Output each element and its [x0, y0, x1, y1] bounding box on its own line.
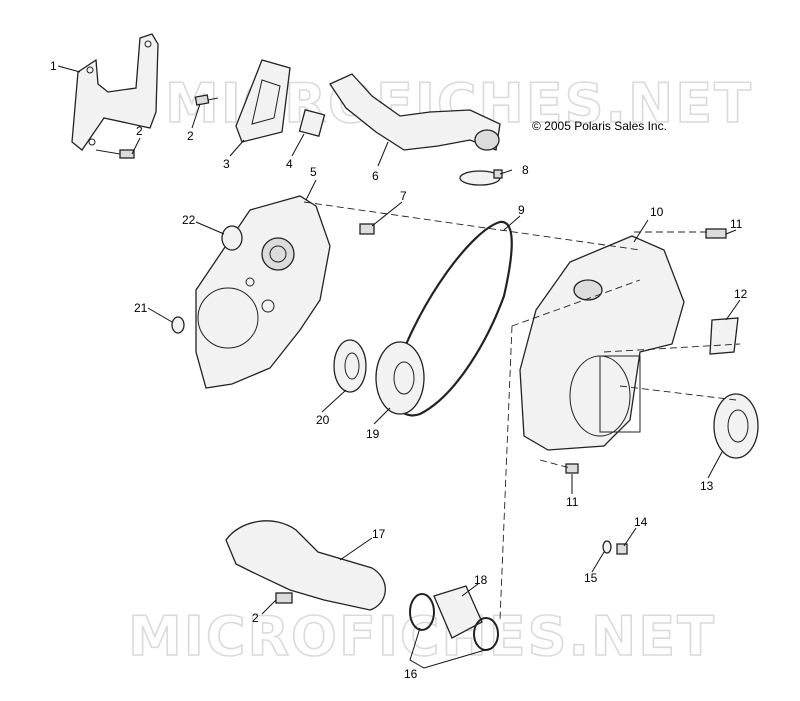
bolt-part-11-top: [705, 228, 727, 239]
clamp-part: [459, 169, 503, 186]
plate-part: [375, 341, 425, 415]
seal-part: [333, 339, 367, 393]
bolt-part-top: [194, 94, 219, 106]
callout-6: 6: [372, 169, 379, 183]
plug-part: [171, 316, 185, 334]
air-duct-part: [225, 520, 386, 611]
washer-part: [602, 540, 612, 554]
outer-cover-part: [519, 235, 685, 451]
assembly-lines: [303, 201, 741, 621]
callout-13: 13: [700, 479, 714, 493]
callout-11-top: 11: [730, 217, 743, 231]
drive-belt-part: [392, 220, 513, 417]
callout-1: 1: [50, 59, 57, 73]
callout-2-bracket: 2: [136, 124, 143, 138]
callout-21: 21: [134, 301, 148, 315]
callout-8: 8: [522, 163, 529, 177]
callout-22: 22: [182, 213, 196, 227]
decal-part: [709, 317, 739, 355]
callout-11-bottom: 11: [566, 495, 579, 509]
tube-part: [221, 225, 243, 251]
callout-20: 20: [316, 413, 330, 427]
watermark-bottom: MICROFICHES.NET: [128, 605, 716, 668]
callout-12: 12: [734, 287, 748, 301]
duct-part: [329, 73, 501, 151]
callout-14: 14: [634, 515, 648, 529]
coupler-part: [433, 585, 483, 639]
bolt-part-7: [359, 223, 375, 235]
callout-9: 9: [518, 203, 525, 217]
bolt-part-bracket: [95, 149, 135, 159]
clamp-part-16-left: [409, 593, 435, 631]
callout-3: 3: [223, 157, 230, 171]
label-part: [298, 108, 326, 138]
callout-10: 10: [650, 205, 664, 219]
callout-4: 4: [286, 157, 293, 171]
boot-part: [235, 59, 291, 143]
inner-cover-part: [195, 195, 331, 389]
bolt-part-11-bottom: [565, 463, 579, 474]
copyright-text: © 2005 Polaris Sales Inc.: [532, 119, 667, 133]
seal-ring-part: [713, 393, 759, 459]
callout-2-top: 2: [187, 129, 194, 143]
callout-7: 7: [400, 189, 407, 203]
callout-2-bottom: 2: [252, 611, 259, 625]
callout-16: 16: [404, 667, 418, 681]
leader-lines: [57, 65, 741, 669]
callout-17: 17: [372, 527, 386, 541]
nut-part: [616, 543, 628, 555]
bolt-part-bottom: [275, 592, 293, 604]
callout-19: 19: [366, 427, 380, 441]
callout-5: 5: [310, 165, 317, 179]
callout-15: 15: [584, 571, 598, 585]
callout-18: 18: [474, 573, 488, 587]
callout-labels: 1 2 2 3 4 6 8 5 7 22 9 10 11 12 21 20 19…: [50, 59, 748, 681]
bracket-part: [71, 33, 159, 151]
